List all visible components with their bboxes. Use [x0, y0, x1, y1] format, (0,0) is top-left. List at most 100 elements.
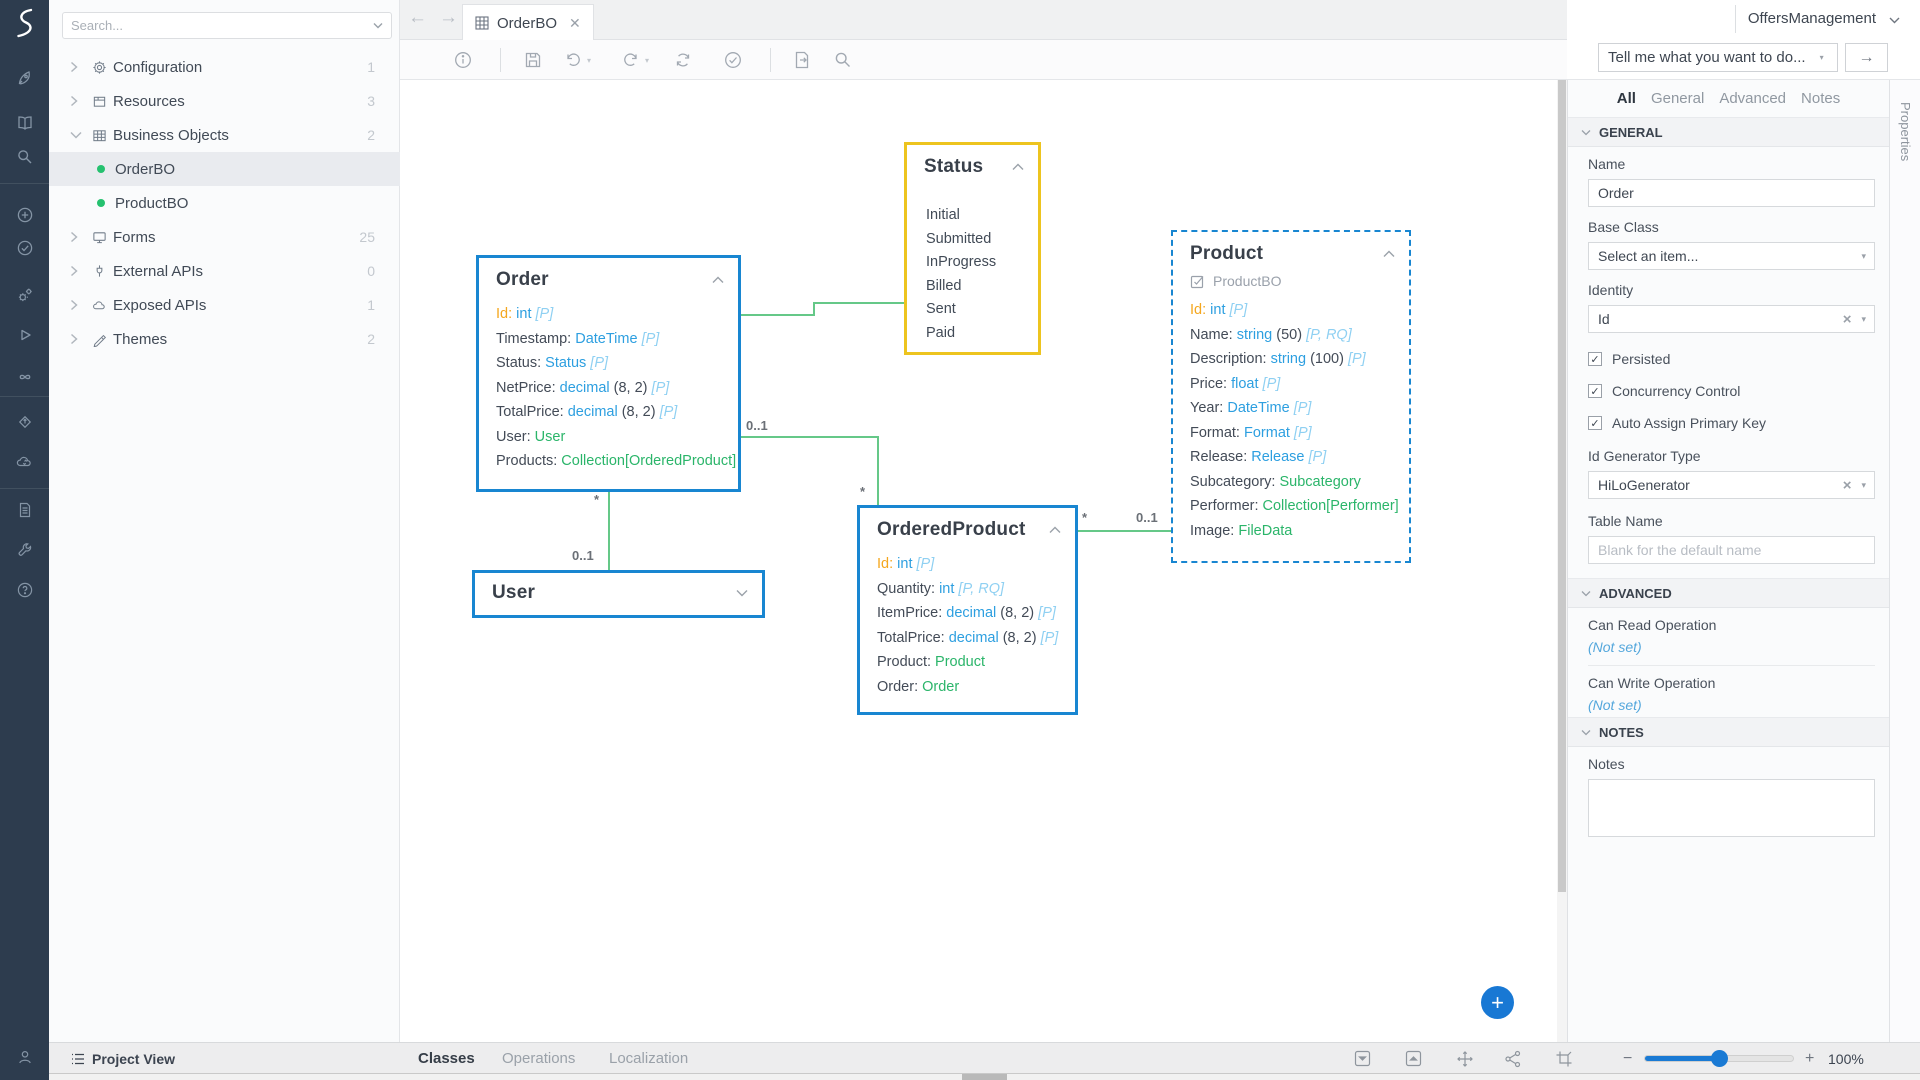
enum-value-submitted[interactable]: Submitted	[926, 230, 992, 247]
settings-gears-icon[interactable]	[0, 286, 49, 304]
move-mode-icon[interactable]	[1456, 1043, 1474, 1074]
document-icon[interactable]	[0, 501, 49, 519]
find-icon[interactable]	[833, 40, 853, 80]
enum-value-paid[interactable]: Paid	[926, 324, 956, 341]
horizontal-scrollbar-thumb[interactable]	[962, 1074, 1007, 1080]
collapse-chevron-icon[interactable]	[1049, 526, 1061, 534]
field-quantity[interactable]: Quantity: int [P, RQ]	[877, 580, 1005, 597]
field-name[interactable]: Name: string (50) [P, RQ]	[1190, 326, 1352, 343]
class-user[interactable]: User	[472, 570, 765, 618]
enum-value-inprogress[interactable]: InProgress	[926, 254, 997, 271]
save-icon[interactable]	[523, 40, 543, 80]
field-id[interactable]: Id: int [P]	[1190, 302, 1248, 318]
assistant-go-button[interactable]: →	[1845, 43, 1888, 72]
tab-localization[interactable]: Localization	[609, 1050, 689, 1067]
section-notes[interactable]: NOTES	[1568, 717, 1889, 747]
section-advanced[interactable]: ADVANCED	[1568, 578, 1889, 608]
chevron-down-icon[interactable]	[70, 131, 84, 139]
field-itemprice[interactable]: ItemPrice: decimal (8, 2) [P]	[877, 605, 1056, 621]
class-product[interactable]: Product ProductBO Id: int [P]Name: strin…	[1171, 230, 1411, 563]
enum-value-initial[interactable]: Initial	[926, 207, 960, 223]
field-release[interactable]: Release: Release [P]	[1190, 449, 1327, 465]
field-id[interactable]: Id: int [P]	[496, 306, 554, 322]
nav-forward-icon[interactable]: →	[439, 7, 458, 28]
clear-icon[interactable]: ×	[1842, 310, 1852, 328]
tab-classes[interactable]: Classes	[418, 1050, 475, 1067]
field-description[interactable]: Description: string (100) [P]	[1190, 351, 1366, 367]
field-user[interactable]: User: User	[496, 428, 566, 445]
app-logo-icon[interactable]	[0, 8, 49, 38]
search-input[interactable]	[71, 18, 373, 33]
field-performer[interactable]: Performer: Collection[Performer]	[1190, 498, 1399, 514]
search-icon[interactable]	[0, 148, 49, 166]
tab-general[interactable]: General	[1650, 90, 1705, 107]
identity-select[interactable]: Id ×▾	[1588, 305, 1875, 333]
redo-icon[interactable]: ▾	[621, 40, 649, 80]
validate-circle-icon[interactable]	[0, 239, 49, 257]
field-netprice[interactable]: NetPrice: decimal (8, 2) [P]	[496, 379, 670, 396]
field-product[interactable]: Product: Product	[877, 654, 986, 670]
chevron-right-icon[interactable]	[70, 265, 84, 277]
canvas-horizontal-scrollbar[interactable]	[49, 1073, 1920, 1080]
assistant-caret-icon[interactable]: ▾	[1819, 53, 1824, 62]
sidebar-item-orderbo[interactable]: OrderBO	[49, 152, 400, 186]
field-image[interactable]: Image: FileData	[1190, 522, 1293, 539]
vertical-scrollbar-thumb[interactable]	[1558, 80, 1566, 892]
field-products[interactable]: Products: Collection[OrderedProduct]	[496, 453, 737, 469]
name-field[interactable]	[1588, 179, 1875, 207]
notes-textarea[interactable]	[1588, 779, 1875, 837]
user-account-icon[interactable]	[0, 1048, 49, 1066]
field-price[interactable]: Price: float [P]	[1190, 375, 1281, 392]
run-play-icon[interactable]	[0, 326, 49, 344]
tab-all[interactable]: All	[1616, 90, 1636, 107]
select-caret-icon[interactable]: ▾	[1861, 250, 1866, 261]
tab-operations[interactable]: Operations	[502, 1050, 576, 1067]
chevron-down-icon[interactable]	[373, 22, 383, 29]
sync-icon[interactable]	[673, 40, 693, 80]
export-icon[interactable]	[792, 40, 812, 80]
expand-all-icon[interactable]	[1405, 1043, 1422, 1074]
crop-icon[interactable]	[1555, 1043, 1573, 1074]
enum-value-billed[interactable]: Billed	[926, 277, 962, 294]
field-totalprice[interactable]: TotalPrice: decimal (8, 2) [P]	[877, 629, 1059, 646]
idgen-select[interactable]: HiLoGenerator ×▾	[1588, 471, 1875, 499]
help-icon[interactable]	[0, 581, 49, 599]
properties-side-tab[interactable]: Properties	[1889, 80, 1920, 1042]
chevron-right-icon[interactable]	[70, 231, 84, 243]
book-icon[interactable]	[0, 114, 49, 132]
collapse-chevron-icon[interactable]	[712, 276, 724, 284]
redo-caret-icon[interactable]: ▾	[645, 55, 650, 65]
autoassign-row[interactable]: ✓ Auto Assign Primary Key	[1568, 407, 1889, 439]
nav-back-icon[interactable]: ←	[408, 7, 427, 28]
concurrency-checkbox[interactable]: ✓	[1588, 384, 1602, 398]
zoom-slider-thumb[interactable]	[1711, 1050, 1728, 1067]
cloud-sync-icon[interactable]	[0, 453, 49, 471]
table-name-field[interactable]	[1588, 536, 1875, 564]
tab-orderbo[interactable]: OrderBO ✕	[462, 4, 594, 41]
field-year[interactable]: Year: DateTime [P]	[1190, 400, 1312, 416]
share-graph-icon[interactable]	[1504, 1043, 1522, 1074]
base-class-select[interactable]: Select an item... ▾	[1588, 242, 1875, 270]
project-name[interactable]: OffersManagement	[1747, 10, 1876, 27]
section-general[interactable]: GENERAL	[1568, 117, 1889, 147]
validate-icon[interactable]	[723, 40, 743, 80]
chevron-right-icon[interactable]	[70, 95, 84, 107]
expand-chevron-icon[interactable]	[736, 589, 748, 597]
enum-value-sent[interactable]: Sent	[926, 301, 956, 318]
select-caret-icon[interactable]: ▾	[1861, 479, 1866, 490]
zoom-in-button[interactable]: +	[1805, 1049, 1815, 1067]
project-view-button[interactable]: Project View	[71, 1043, 175, 1074]
undo-icon[interactable]: ▾	[563, 40, 591, 80]
select-caret-icon[interactable]: ▾	[1861, 313, 1866, 324]
add-class-button[interactable]: +	[1481, 986, 1514, 1019]
can-write-value[interactable]: (Not set)	[1588, 697, 1642, 713]
concurrency-row[interactable]: ✓ Concurrency Control	[1568, 375, 1889, 407]
